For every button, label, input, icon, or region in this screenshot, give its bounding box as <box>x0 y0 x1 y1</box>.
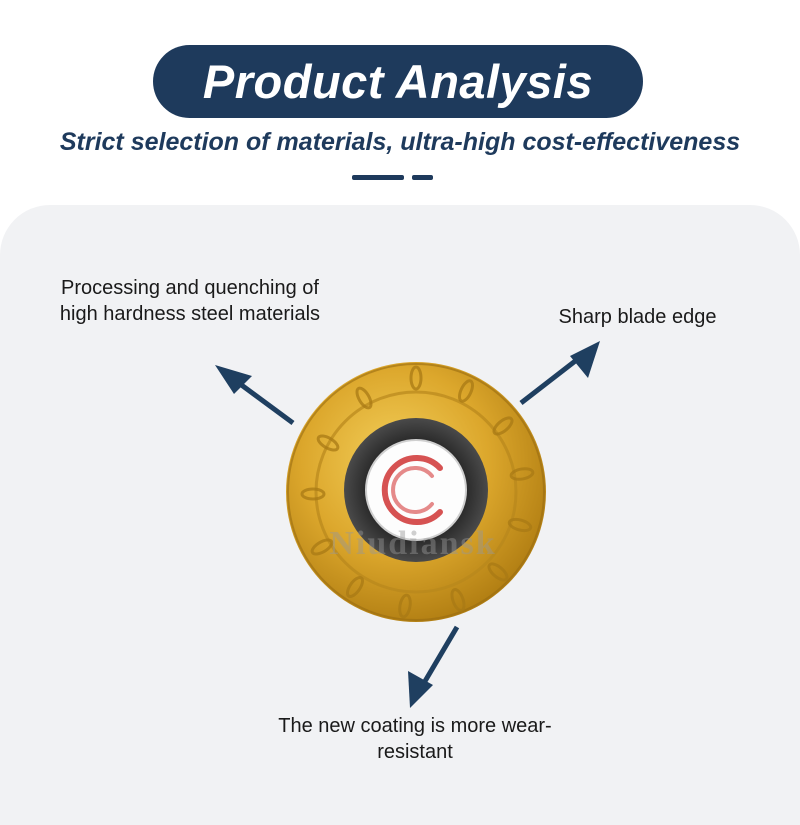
brand-logo <box>381 455 443 525</box>
callout-material: Processing and quenching of high hardnes… <box>59 277 321 325</box>
page-title: Product Analysis <box>202 55 594 108</box>
arrow-bottom <box>408 625 460 708</box>
callout-coating: The new coating is more wear-resistant <box>278 715 552 763</box>
arrow-right <box>519 341 600 405</box>
divider-long <box>352 175 404 180</box>
watermark: Niudiansk <box>329 525 497 562</box>
product-illustration <box>215 341 600 708</box>
round-insert <box>286 362 546 622</box>
divider-short <box>412 175 433 180</box>
title-banner: Product Analysis <box>153 45 643 118</box>
arrow-top-left <box>215 365 295 426</box>
page-subtitle: Strict selection of materials, ultra-hig… <box>59 128 741 156</box>
callout-blade-edge: Sharp blade edge <box>558 306 717 328</box>
